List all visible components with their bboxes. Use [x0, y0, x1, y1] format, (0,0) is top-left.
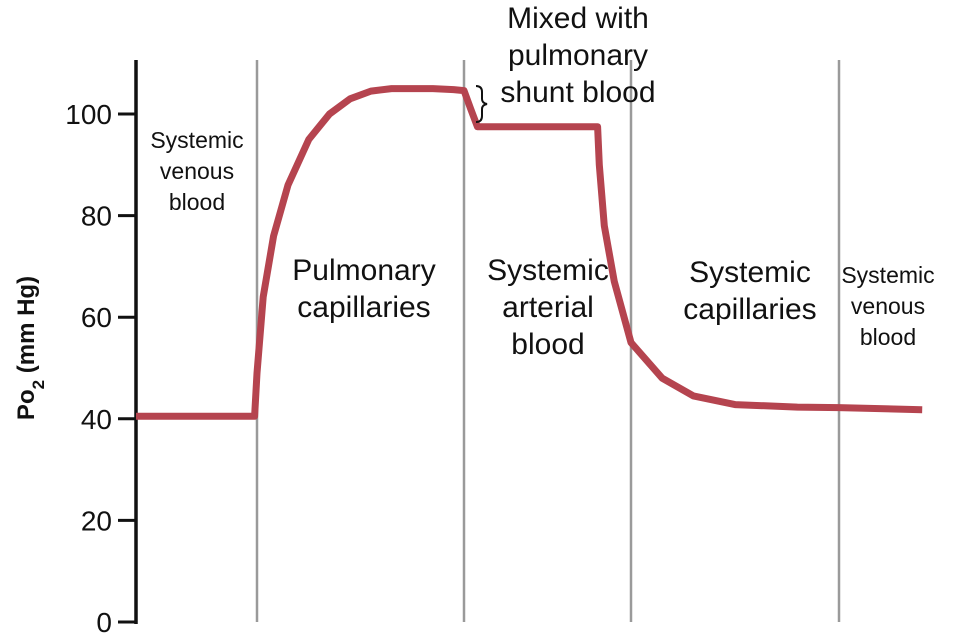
- shunt-brace: [475, 85, 488, 123]
- y-tick-label-20: 20: [81, 505, 112, 536]
- region-label-3: Systemic arterial blood: [487, 254, 609, 361]
- y-tick-label-40: 40: [81, 404, 112, 435]
- region-label-1-line-1: Systemic: [150, 127, 243, 153]
- region-label-4-line-2: capillaries: [683, 293, 816, 326]
- region-label-2-line-1: Pulmonary: [292, 254, 435, 287]
- y-axis-label-subscript: 2: [29, 380, 48, 389]
- region-label-5-line-2: venous: [851, 293, 925, 319]
- region-label-2: Pulmonary capillaries: [292, 254, 435, 324]
- shunt-annotation-line-1: Mixed with: [507, 2, 649, 35]
- region-label-5: Systemic venous blood: [841, 262, 934, 350]
- y-axis: 0 20 40 60 80 100: [65, 60, 138, 635]
- y-axis-label: Po2 (mm Hg): [13, 276, 48, 420]
- shunt-annotation-line-3: shunt blood: [500, 76, 655, 109]
- y-tick-label-60: 60: [81, 302, 112, 333]
- region-label-3-line-3: blood: [511, 328, 584, 361]
- region-label-5-line-3: blood: [860, 324, 916, 350]
- shunt-annotation: Mixed with pulmonary shunt blood: [475, 2, 656, 123]
- shunt-annotation-text: Mixed with pulmonary shunt blood: [500, 2, 655, 109]
- y-axis-label-units: (mm Hg): [13, 276, 40, 380]
- region-label-3-line-1: Systemic: [487, 254, 609, 287]
- region-label-1: Systemic venous blood: [150, 127, 243, 215]
- y-tick-label-0: 0: [96, 607, 112, 635]
- series-layer: [136, 85, 923, 420]
- region-label-1-line-2: venous: [160, 158, 234, 184]
- region-label-4-line-1: Systemic: [689, 256, 811, 289]
- region-label-5-line-1: Systemic: [841, 262, 934, 288]
- region-label-2-line-2: capillaries: [297, 291, 430, 324]
- region-label-1-line-3: blood: [169, 189, 225, 215]
- y-tick-label-80: 80: [81, 201, 112, 232]
- po2-curve-1: [136, 85, 923, 420]
- region-label-4: Systemic capillaries: [683, 256, 816, 326]
- y-tick-label-100: 100: [65, 99, 112, 130]
- y-axis-label-base: Po: [13, 389, 40, 420]
- region-label-3-line-2: arterial: [502, 291, 594, 324]
- shunt-annotation-line-2: pulmonary: [508, 39, 648, 72]
